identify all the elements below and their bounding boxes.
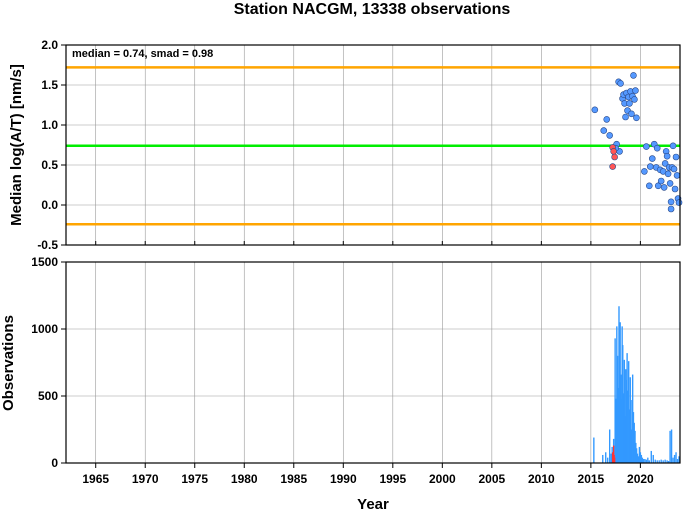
bottom-x-ticks: 1965 1970 1975 1980 1985 1990 1995 2000 2005 2010… — [82, 241, 654, 486]
scatter-point — [628, 110, 635, 118]
scatter-point — [631, 96, 638, 103]
scatter-point — [675, 199, 683, 206]
bottom-bars — [593, 306, 680, 463]
scatter-point-red — [609, 163, 616, 170]
x-tick-label: 1970 — [132, 472, 159, 486]
scatter-point — [669, 142, 677, 150]
top-frame — [65, 44, 681, 246]
scatter-point — [603, 116, 611, 123]
bottom-gridlines — [66, 261, 680, 464]
scatter-point — [622, 113, 629, 121]
scatter-point — [646, 163, 654, 170]
scatter-point-red — [611, 153, 618, 161]
top-scatter-points — [591, 72, 683, 213]
top-y-tick-label: 0.0 — [41, 198, 58, 212]
x-tick-label: 2000 — [429, 472, 456, 486]
bottom-panel: 0 500 1000 1500 1965 1970 1975 1980 1985 1990 199… — [0, 241, 681, 511]
scatter-point — [670, 165, 678, 173]
scatter-point — [673, 172, 681, 179]
bottom-frame — [65, 261, 681, 464]
x-tick-label: 2005 — [478, 472, 505, 486]
x-tick-label: 2020 — [627, 472, 654, 486]
bottom-y-axis-label: Observations — [0, 315, 17, 411]
scatter-point — [630, 72, 637, 79]
x-tick-label: 1995 — [379, 472, 406, 486]
scatter-point — [632, 87, 639, 94]
scatter-point — [653, 144, 661, 152]
scatter-point — [663, 152, 671, 160]
scatter-point — [606, 132, 613, 139]
bottom-y-tick-label: 500 — [38, 389, 58, 403]
scatter-point — [643, 143, 650, 150]
top-panel: -0.5 0.0 0.5 1.0 1.5 2.0 median = 0.74, smad … — [8, 38, 683, 252]
bottom-y-tick-label: 1000 — [31, 322, 58, 336]
scatter-point — [667, 205, 675, 213]
scatter-point — [600, 127, 608, 134]
scatter-point — [661, 160, 669, 167]
scatter-point — [672, 153, 680, 161]
bottom-y-tick-label: 1500 — [31, 255, 58, 269]
x-tick-label: 1980 — [231, 472, 258, 486]
top-y-tick-label: 0.5 — [41, 158, 58, 172]
scatter-point — [645, 182, 653, 190]
x-tick-label: 1975 — [181, 472, 208, 486]
scatter-point — [664, 170, 672, 178]
scatter-point — [617, 80, 624, 87]
top-y-tick-label: 1.0 — [41, 118, 58, 132]
stats-annotation: median = 0.74, smad = 0.98 — [72, 48, 213, 60]
scatter-point — [633, 114, 640, 122]
x-tick-label: 1985 — [280, 472, 307, 486]
scatter-point-red — [610, 148, 617, 155]
scatter-point — [671, 185, 679, 193]
x-tick-label: 1990 — [330, 472, 357, 486]
scatter-point — [654, 182, 662, 190]
scatter-point — [641, 168, 648, 175]
top-y-ticks: -0.5 0.0 0.5 1.0 1.5 2.0 — [37, 38, 66, 252]
scatter-point — [667, 198, 675, 206]
top-y-tick-label: 1.5 — [41, 78, 58, 92]
scatter-point — [648, 155, 656, 162]
top-y-tick-label: 2.0 — [41, 38, 58, 52]
bottom-y-tick-label: 0 — [51, 456, 58, 470]
x-tick-label: 2010 — [528, 472, 555, 486]
top-y-tick-label: -0.5 — [37, 238, 58, 252]
chart-title: Station NACGM, 13338 observations — [234, 1, 511, 18]
scatter-point — [591, 106, 599, 114]
x-tick-label: 1965 — [82, 472, 109, 486]
x-axis-label: Year — [357, 496, 389, 511]
scatter-point — [666, 180, 674, 187]
scatter-point — [626, 100, 633, 107]
top-y-axis-label: Median log(A/T) [nm/s] — [8, 64, 25, 226]
scatter-point — [657, 177, 665, 185]
bottom-y-ticks: 0 500 1000 1500 — [31, 255, 66, 470]
scatter-point — [660, 184, 668, 191]
top-reference-lines — [66, 66, 680, 226]
x-tick-label: 2015 — [578, 472, 605, 486]
